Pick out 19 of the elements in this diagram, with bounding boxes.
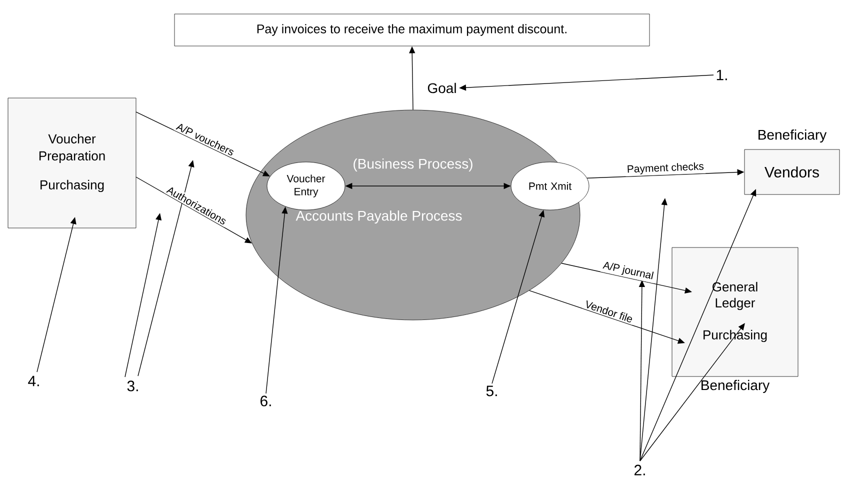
beneficiary-box: Beneficiary Vendors [744, 129, 840, 195]
node-label: Beneficiary [702, 380, 770, 393]
callout-number: 6. [260, 396, 271, 406]
callout-number: 4. [28, 376, 39, 386]
callout-number: 2. [634, 464, 645, 476]
node-label: Beneficiary [758, 129, 827, 143]
callout-number: 5. [486, 386, 497, 396]
arrow [136, 176, 252, 244]
edge-label: Vendor file [582, 298, 636, 325]
leader-line [640, 323, 745, 462]
arrow [529, 290, 685, 344]
edge-label: Payment checks [625, 160, 706, 176]
leader-line [640, 189, 756, 462]
callout-number: 1. [716, 70, 727, 80]
goal-label: Goal [428, 82, 456, 94]
department-box: Voucher Preparation Purchasing [8, 98, 136, 228]
callout-number: 3. [127, 380, 138, 392]
edge-label: A/P journal [600, 259, 656, 284]
goal-box: Pay invoices to receive the maximum payment discount. [174, 14, 650, 46]
